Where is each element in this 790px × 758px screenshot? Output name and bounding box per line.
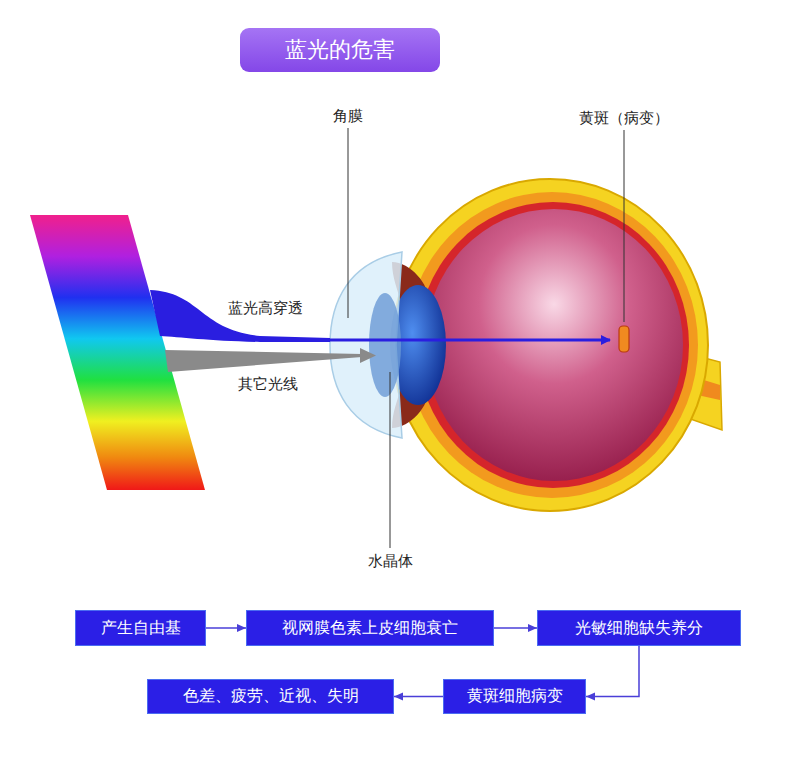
part-label: 黄斑（病变）	[577, 109, 671, 127]
blue-light-ray	[150, 290, 330, 342]
process-box: 色差、疲劳、近视、失明	[147, 679, 394, 714]
title-text: 蓝光的危害	[285, 35, 395, 65]
process-box: 视网膜色素上皮细胞衰亡	[246, 610, 494, 646]
part-label: 其它光线	[236, 375, 300, 393]
part-label: 水晶体	[366, 552, 415, 570]
vitreous	[425, 209, 683, 481]
choroid	[406, 192, 698, 498]
box-text: 色差、疲劳、近视、失明	[183, 686, 359, 707]
retina	[417, 202, 689, 488]
flow-arrow	[586, 646, 639, 697]
anterior-chamber	[369, 293, 401, 397]
process-box: 黄斑细胞病变	[443, 679, 586, 714]
flow-arrow	[494, 627, 537, 629]
part-label: 蓝光高穿透	[226, 299, 305, 317]
box-text: 产生自由基	[101, 618, 181, 639]
title-box: 蓝光的危害	[240, 28, 440, 72]
leader-line	[390, 372, 391, 548]
process-box: 产生自由基	[75, 610, 206, 646]
macula	[619, 326, 629, 352]
leader-line	[348, 128, 349, 318]
other-light-head	[360, 348, 376, 363]
other-light-ray	[165, 350, 362, 372]
box-text: 黄斑细胞病变	[467, 686, 563, 707]
part-label: 角膜	[331, 107, 365, 125]
box-text: 视网膜色素上皮细胞衰亡	[282, 618, 458, 639]
box-text: 光敏细胞缺失养分	[575, 618, 703, 639]
process-box: 光敏细胞缺失养分	[537, 610, 741, 646]
leader-line	[624, 130, 625, 322]
blue-light-line	[328, 339, 610, 342]
flow-arrow	[394, 696, 443, 698]
flow-arrow	[206, 627, 246, 629]
cornea	[330, 252, 402, 438]
